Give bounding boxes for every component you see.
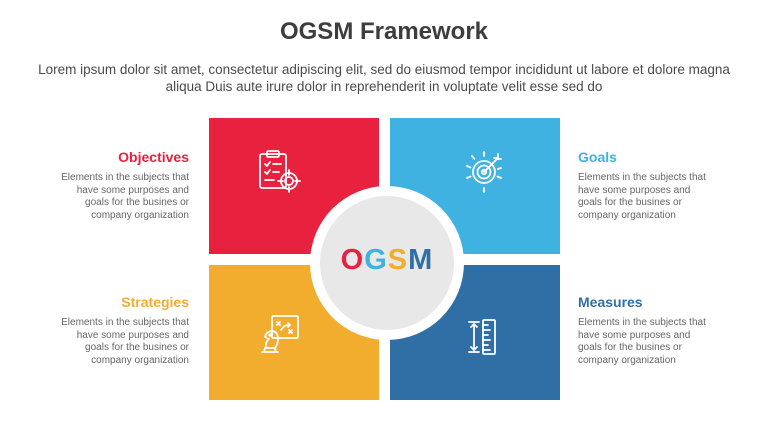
page-title: OGSM Framework: [279, 18, 489, 45]
checklist-target-icon: [259, 150, 301, 193]
ogsm-letter-o: O: [340, 244, 365, 276]
ogsm-letter-m: M: [408, 244, 434, 276]
center-circle: [320, 196, 454, 330]
measures-title: Measures: [578, 294, 643, 310]
objectives-title: Objectives: [118, 149, 189, 165]
page-description: Lorem ipsum dolor sit amet, consectetur …: [38, 62, 730, 94]
strategies-title: Strategies: [121, 294, 189, 310]
measures-text: Elements in the subjects that have some …: [578, 317, 706, 366]
goals-title: Goals: [578, 149, 617, 165]
target-icon: [466, 151, 502, 193]
strategies-text: Elements in the subjects that have some …: [61, 317, 189, 366]
ogsm-letter-g: G: [364, 244, 388, 276]
chess-knight-board-icon: [261, 315, 299, 353]
ogsm-letter-s: S: [387, 244, 409, 276]
ruler-measure-icon: [468, 319, 496, 355]
objectives-text: Elements in the subjects that have some …: [61, 172, 189, 221]
goals-text: Elements in the subjects that have some …: [578, 172, 706, 221]
ogsm-wordmark: OGSM: [320, 242, 454, 278]
